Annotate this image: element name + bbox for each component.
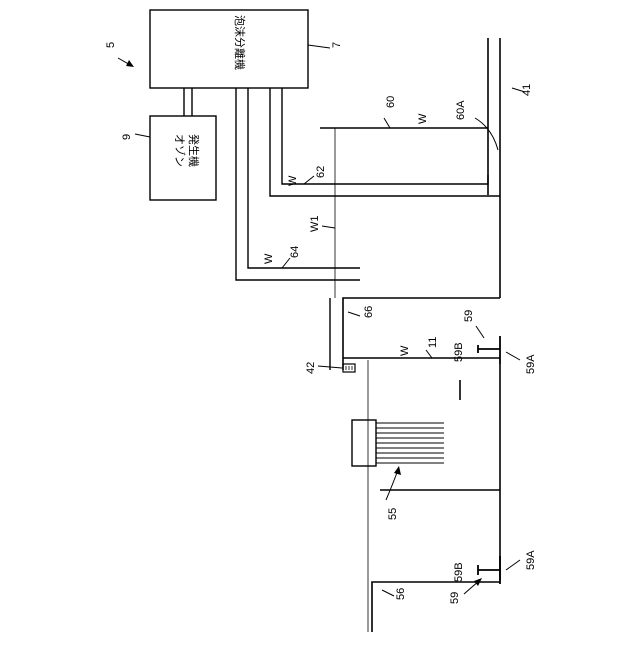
ref-60A-leader: [475, 118, 498, 150]
component-55: [352, 420, 444, 466]
ref-59-top-label: 59: [463, 310, 475, 322]
ozone-generator-unit: オゾン 発生機 9: [121, 116, 216, 200]
w-62-label: W: [287, 175, 299, 186]
ref-56-leader: [382, 590, 394, 596]
ref-W1-label: W1: [309, 216, 321, 233]
ref-60A-label: 60A: [455, 100, 467, 120]
ref-7-label: 7: [331, 42, 343, 48]
ref-59-bottom-label: 59: [449, 592, 461, 604]
support-59-top: [478, 336, 500, 364]
ref-62-label: 62: [315, 166, 327, 178]
foam-separator-unit: 泡沫分離機 7: [150, 10, 343, 88]
ref-59A-top-leader: [506, 352, 520, 360]
ref-59A-top-label: 59A: [525, 354, 537, 374]
ref-59-bottom-arrow: [464, 578, 482, 594]
foam-separator-text: 泡沫分離機: [233, 15, 247, 70]
ref-60-leader: [384, 118, 390, 128]
ozone-supply-pipe: [184, 88, 192, 116]
ref-59B-top-label: 59B: [453, 342, 465, 362]
outlet-42: [343, 364, 355, 372]
ref-59A-bottom-label: 59A: [525, 550, 537, 570]
w-64-label: W: [263, 253, 275, 264]
ref-41-label: 41: [521, 84, 533, 96]
ref-66-leader: [348, 312, 360, 316]
ref-59B-bottom-label: 59B: [453, 562, 465, 582]
ref-64-leader: [282, 258, 290, 268]
ref-W1-leader: [322, 226, 335, 228]
ref-11-leader: [426, 350, 432, 358]
support-59-bottom: [478, 556, 500, 584]
ref-55-label: 55: [387, 508, 399, 520]
ref-66-label: 66: [363, 306, 375, 318]
w-60-label: W: [417, 113, 429, 124]
ref-59-top-leader: [476, 326, 484, 338]
ref-5-arrow: [118, 58, 134, 67]
ref-60-label: 60: [385, 96, 397, 108]
ref-55-arrow: [386, 466, 401, 500]
tank-56: [372, 582, 500, 632]
ref-5-label: 5: [105, 42, 117, 48]
tank-41-wall: [343, 38, 500, 370]
ref-62-leader: [304, 176, 314, 184]
ozone-generator-text-2: 発生機: [187, 134, 201, 167]
ref-9-leader: [135, 134, 150, 137]
ref-11-label: 11: [427, 337, 439, 348]
ref-9-label: 9: [121, 134, 133, 140]
ref-56-label: 56: [395, 588, 407, 600]
ref-7-leader: [308, 45, 330, 48]
ozone-generator-text-1: オゾン: [173, 134, 186, 167]
ref-64-label: 64: [289, 246, 301, 258]
ref-42-label: 42: [305, 362, 317, 374]
w-11-label: W: [399, 345, 411, 356]
ref-59A-bottom-leader: [506, 560, 520, 570]
foam-separator-box: [150, 10, 308, 88]
